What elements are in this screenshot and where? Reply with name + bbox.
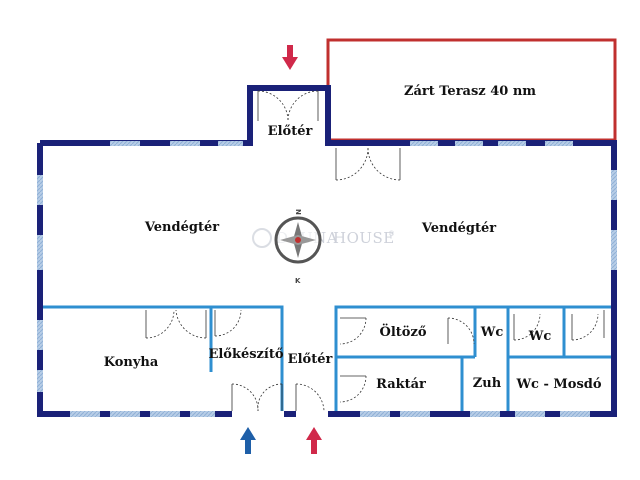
doors bbox=[145, 90, 605, 412]
entrance-arrow-icon bbox=[306, 427, 322, 454]
watermark-brand-right: HOUSE bbox=[333, 229, 395, 247]
door-swing-icon bbox=[231, 383, 325, 412]
room-label-wc-1: Wc bbox=[480, 325, 504, 340]
room-label-raktar: Raktár bbox=[376, 377, 426, 392]
room-label-wc-mosdo: Wc - Mosdó bbox=[515, 377, 601, 392]
room-label-oltozo: Öltöző bbox=[380, 323, 427, 340]
door-swing-icon bbox=[257, 91, 319, 121]
door-swing-icon bbox=[145, 309, 207, 339]
room-label-eloter-bottom: Előtér bbox=[288, 352, 333, 367]
room-label-elokeszito: Előkészítő bbox=[208, 347, 283, 362]
watermark-registered: ® bbox=[388, 230, 396, 238]
room-label-vendegter-left: Vendégtér bbox=[144, 220, 219, 235]
windows bbox=[37, 141, 617, 417]
room-label-eloter-top: Előtér bbox=[268, 124, 313, 139]
compass-south: K bbox=[295, 277, 301, 285]
entrance-arrow-icon bbox=[282, 45, 298, 70]
room-label-zuh: Zuh bbox=[473, 376, 502, 391]
door-swing-icon bbox=[257, 90, 319, 122]
door-swing-icon bbox=[335, 147, 401, 181]
compass-north: N bbox=[294, 209, 302, 215]
inner-walls bbox=[43, 305, 611, 411]
room-label-wc-2: Wc bbox=[528, 329, 552, 344]
watermark: D UNA HOUSE ® bbox=[252, 228, 396, 248]
room-labels: Zárt Terasz 40 nm Előtér Vendégtér Vendé… bbox=[104, 84, 602, 392]
entrance-arrow-icon bbox=[240, 427, 256, 454]
door-swing-icon bbox=[339, 375, 367, 403]
room-label-konyha: Konyha bbox=[104, 355, 159, 370]
door-swing-icon bbox=[513, 310, 605, 341]
door-swing-icon bbox=[339, 317, 475, 345]
room-label-terasz: Zárt Terasz 40 nm bbox=[404, 84, 536, 99]
compass-icon: N K bbox=[274, 209, 322, 285]
outer-walls bbox=[37, 85, 617, 417]
entrance-gaps bbox=[232, 410, 328, 418]
door-swing-icon bbox=[214, 309, 242, 337]
room-label-vendegter-right: Vendégtér bbox=[421, 221, 496, 236]
